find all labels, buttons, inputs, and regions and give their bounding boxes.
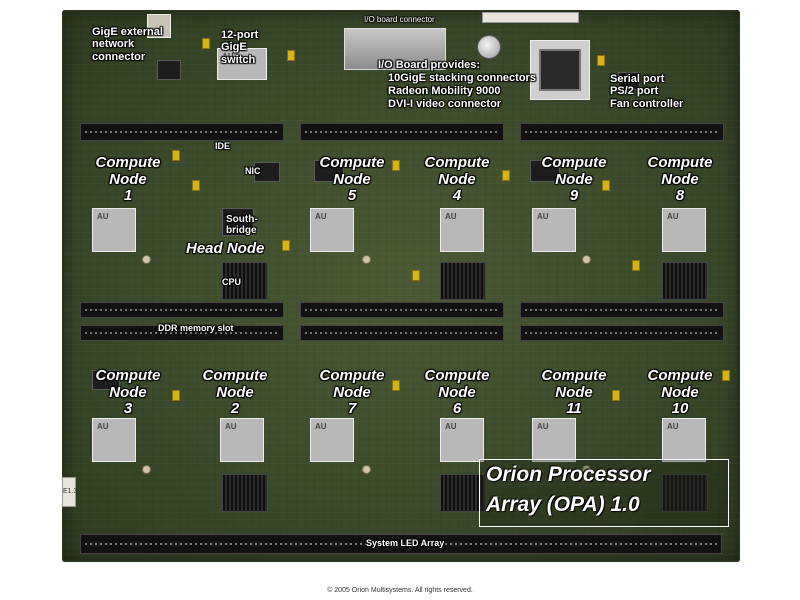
node-processor bbox=[92, 208, 136, 252]
node-processor bbox=[532, 418, 576, 462]
label-southbridge: South- bridge bbox=[226, 214, 258, 237]
title-line-1: Orion Processor bbox=[486, 463, 651, 486]
label-nic: NIC bbox=[245, 166, 261, 176]
capacitor bbox=[632, 260, 640, 271]
capacitor bbox=[202, 38, 210, 49]
capacitor bbox=[392, 380, 400, 391]
label-gige-external: GigE external network connector bbox=[92, 26, 163, 63]
coin-battery bbox=[477, 35, 501, 59]
label-compute-node-4: Compute Node 4 bbox=[424, 154, 490, 204]
capacitor bbox=[412, 270, 420, 281]
heatsink bbox=[222, 474, 268, 512]
southbridge-chip bbox=[222, 208, 254, 236]
label-io-dvi: DVI-I video connector bbox=[388, 98, 502, 110]
node-processor bbox=[310, 418, 354, 462]
ddr-slot bbox=[520, 302, 724, 318]
dimm-slot bbox=[520, 123, 724, 141]
label-io-connector: I/O board connector bbox=[364, 15, 435, 24]
node-processor bbox=[440, 418, 484, 462]
bios-chip bbox=[618, 72, 640, 90]
label-ddr-slot: DDR memory slot bbox=[158, 323, 234, 333]
capacitor bbox=[582, 465, 591, 474]
title-box: Orion Processor Array (OPA) 1.0 bbox=[479, 459, 729, 527]
nic-chip bbox=[254, 162, 280, 182]
capacitor bbox=[582, 255, 591, 264]
capacitor bbox=[612, 390, 620, 401]
capacitor bbox=[287, 50, 295, 61]
label-compute-node-7: Compute Node 7 bbox=[319, 367, 385, 417]
ethernet-jack bbox=[147, 14, 171, 38]
capacitor bbox=[172, 390, 180, 401]
ddr-slot bbox=[80, 325, 284, 341]
io-connector-housing bbox=[344, 28, 446, 70]
capacitor bbox=[142, 465, 151, 474]
label-compute-node-6: Compute Node 6 bbox=[424, 367, 490, 417]
node-processor bbox=[662, 208, 706, 252]
label-serial-ps2-fan: Serial port PS/2 port Fan controller bbox=[610, 73, 684, 110]
label-compute-node-5: Compute Node 5 bbox=[319, 154, 385, 204]
label-io-radeon: Radeon Mobility 9000 bbox=[388, 85, 501, 97]
capacitor bbox=[192, 180, 200, 191]
label-head-node: Head Node bbox=[186, 240, 265, 257]
capacitor bbox=[597, 55, 605, 66]
small-chip bbox=[157, 60, 181, 80]
node-processor bbox=[310, 208, 354, 252]
capacitor bbox=[602, 180, 610, 191]
circuit-board: E1.3 bbox=[62, 10, 740, 562]
label-led-array: System LED Array bbox=[366, 538, 445, 548]
small-chip bbox=[92, 370, 120, 390]
node-processor bbox=[440, 208, 484, 252]
fpga-chip bbox=[530, 40, 590, 100]
label-12port-switch: 12-port GigE switch bbox=[221, 29, 259, 66]
label-io-provides: I/O Board provides: bbox=[378, 59, 481, 71]
capacitor bbox=[502, 170, 510, 181]
node-processor bbox=[532, 208, 576, 252]
capacitor bbox=[142, 255, 151, 264]
capacitor bbox=[172, 150, 180, 161]
label-compute-node-10: Compute Node 10 bbox=[647, 367, 713, 417]
label-compute-node-3: Compute Node 3 bbox=[95, 367, 161, 417]
label-compute-node-11: Compute Node 11 bbox=[541, 367, 607, 417]
ddr-slot bbox=[80, 302, 284, 318]
cpu-heatsink bbox=[222, 262, 268, 300]
label-compute-node-1: Compute Node 1 bbox=[95, 154, 161, 204]
heatsink bbox=[440, 262, 486, 300]
copyright-text: © 2005 Orion Multisystems. All rights re… bbox=[327, 587, 473, 594]
side-marker-text: E1.3 bbox=[63, 488, 78, 495]
dimm-slot bbox=[80, 123, 284, 141]
ddr-slot bbox=[520, 325, 724, 341]
board-id-label bbox=[482, 12, 579, 23]
switch-chip bbox=[217, 48, 267, 80]
label-compute-node-9: Compute Node 9 bbox=[541, 154, 607, 204]
small-chip bbox=[530, 160, 560, 182]
heatsink bbox=[662, 474, 708, 512]
side-marker: E1.3 bbox=[62, 477, 78, 507]
ddr-slot bbox=[300, 325, 504, 341]
dimm-slot bbox=[300, 123, 504, 141]
capacitor bbox=[362, 255, 371, 264]
node-processor bbox=[220, 418, 264, 462]
small-chip bbox=[314, 160, 344, 182]
label-cpu: CPU bbox=[222, 277, 242, 287]
label-compute-node-8: Compute Node 8 bbox=[647, 154, 713, 204]
label-compute-node-2: Compute Node 2 bbox=[202, 367, 268, 417]
node-processor bbox=[662, 418, 706, 462]
node-processor bbox=[92, 418, 136, 462]
capacitor bbox=[362, 465, 371, 474]
capacitor bbox=[282, 240, 290, 251]
heatsink bbox=[662, 262, 708, 300]
heatsink bbox=[440, 474, 486, 512]
label-ide: IDE bbox=[215, 141, 231, 151]
led-bar bbox=[80, 534, 722, 554]
capacitor bbox=[722, 370, 730, 381]
title-line-2: Array (OPA) 1.0 bbox=[486, 493, 640, 517]
ddr-slot bbox=[300, 302, 504, 318]
capacitor bbox=[392, 160, 400, 171]
label-io-stacking: 10GigE stacking connectors bbox=[388, 72, 536, 84]
